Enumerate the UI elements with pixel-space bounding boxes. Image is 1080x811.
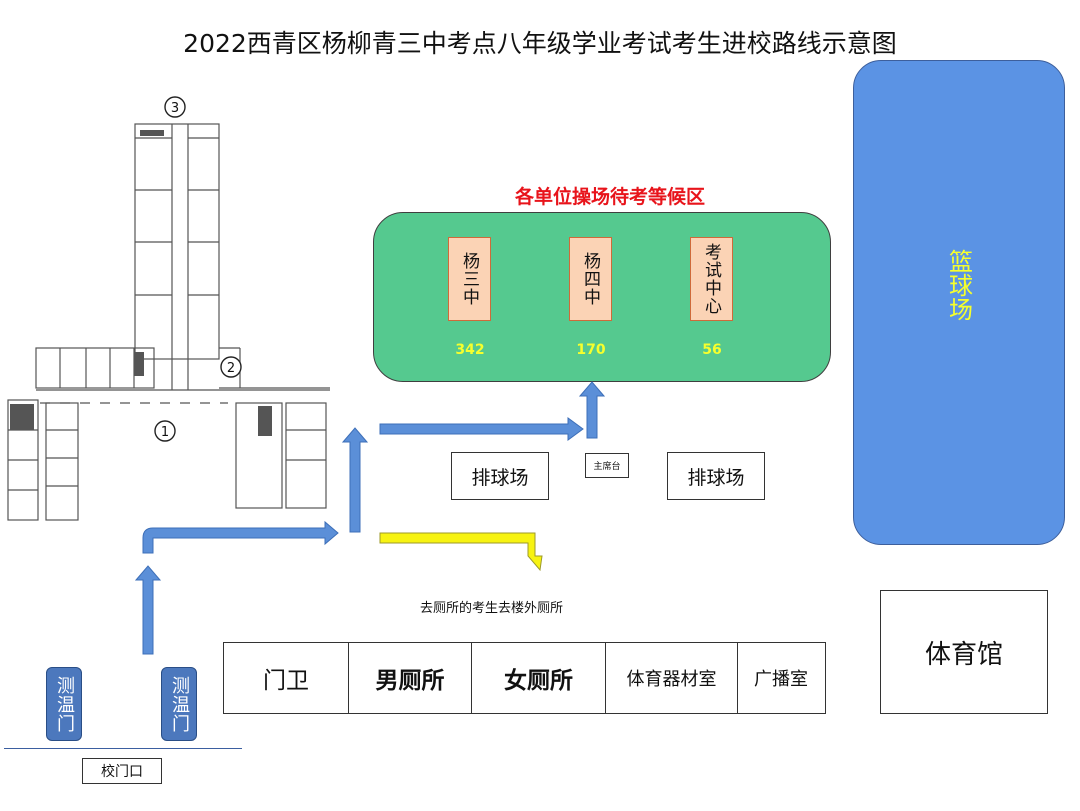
- school-gate-label: 校门口: [82, 758, 162, 784]
- volleyball-court-right: 排球场: [667, 452, 765, 500]
- route-arrow-elbow-right: [142, 520, 339, 554]
- temperature-gate-label: 测温门: [54, 675, 75, 733]
- basketball-court-label: 篮球场: [944, 249, 973, 321]
- route-arrow-up-gate: [134, 565, 162, 655]
- unit-card-yang4: 杨四中: [569, 237, 612, 321]
- unit-name: 杨三中: [459, 252, 479, 306]
- svg-text:2: 2: [227, 361, 235, 376]
- unit-card-exam-center: 考试中心: [690, 237, 733, 321]
- svg-text:3: 3: [171, 101, 179, 116]
- building-floorplan: [7, 123, 330, 521]
- room-womens-toilet: 女厕所: [472, 643, 606, 713]
- route-arrow-up-corridor: [341, 427, 369, 533]
- unit-card-yang3: 杨三中: [448, 237, 491, 321]
- boundary-line: [4, 748, 242, 749]
- room-mens-toilet: 男厕所: [349, 643, 472, 713]
- unit-count: 342: [455, 342, 485, 358]
- unit-count: 170: [576, 342, 606, 358]
- route-arrow-right: [379, 417, 584, 441]
- unit-name: 杨四中: [580, 252, 600, 306]
- volleyball-court-left: 排球场: [451, 452, 549, 500]
- room-guard: 门卫: [224, 643, 349, 713]
- marker-1: 1: [154, 420, 176, 442]
- temperature-gate-label: 测温门: [169, 675, 190, 733]
- toilet-arrow: [379, 532, 543, 572]
- unit-count: 56: [702, 342, 722, 358]
- ground-floor-building: 门卫 男厕所 女厕所 体育器材室 广播室: [223, 642, 826, 714]
- route-arrow-up-waiting: [578, 381, 606, 439]
- svg-text:1: 1: [161, 425, 169, 440]
- temperature-gate-right: 测温门: [161, 667, 197, 741]
- marker-3: 3: [164, 96, 186, 118]
- rostrum: 主席台: [585, 453, 629, 478]
- gym: 体育馆: [880, 590, 1048, 714]
- basketball-court: 篮球场: [853, 60, 1065, 545]
- room-sports-equipment: 体育器材室: [606, 643, 738, 713]
- room-broadcast: 广播室: [754, 669, 808, 690]
- waiting-area-title: 各单位操场待考等候区: [514, 186, 705, 208]
- temperature-gate-left: 测温门: [46, 667, 82, 741]
- toilet-note: 去厕所的考生去楼外厕所: [420, 601, 564, 616]
- marker-2: 2: [220, 356, 242, 378]
- page-title: 2022西青区杨柳青三中考点八年级学业考试考生进校路线示意图: [183, 29, 897, 58]
- unit-name: 考试中心: [701, 243, 721, 315]
